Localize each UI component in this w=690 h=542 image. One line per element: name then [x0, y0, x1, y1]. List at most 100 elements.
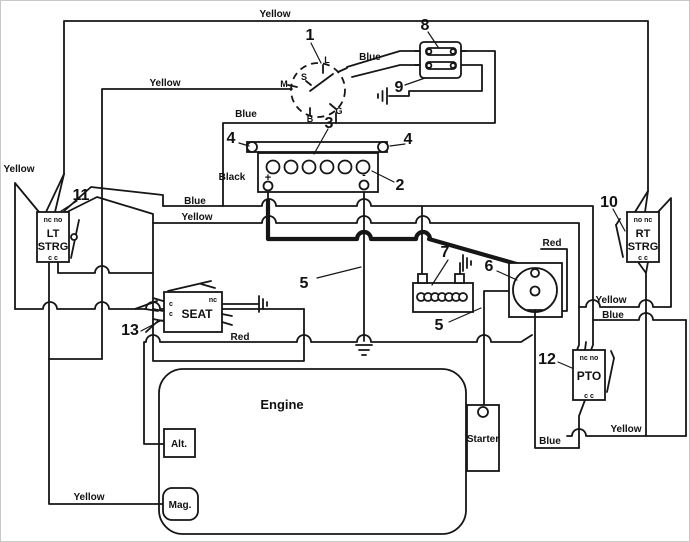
callout-5-upper: 5: [300, 275, 309, 292]
connector-block: [414, 41, 467, 79]
label-yellow-pto-right: Yellow: [610, 424, 641, 435]
seat-c1: c: [169, 301, 173, 308]
alt-label: Alt.: [171, 439, 187, 450]
solenoid: [508, 262, 563, 318]
wire-blue-pto: [592, 312, 687, 321]
battery: + -: [246, 128, 389, 193]
ground-icon: [221, 295, 268, 313]
mag-label: Mag.: [169, 500, 192, 511]
switch-terminal-m: M: [280, 79, 288, 89]
ground-icon: [462, 254, 472, 272]
callout-6: 6: [485, 258, 494, 275]
pto-switch: nc no PTO c c: [572, 341, 615, 401]
wire-seat-branch-b: [144, 308, 159, 312]
battery-terminal-minus: [358, 179, 370, 191]
wire-rt-bottom: [637, 261, 647, 437]
label-yellow-mag: Yellow: [73, 492, 104, 503]
callout-8: 8: [421, 17, 430, 34]
label-blue-pto-bottom: Blue: [539, 436, 561, 447]
battery-bolt-right: [377, 141, 389, 153]
label-blue-pto-top: Blue: [602, 310, 624, 321]
rt-bottom-terms: c c: [638, 255, 648, 262]
callout-10: 10: [600, 194, 618, 211]
label-yellow-top: Yellow: [259, 9, 290, 20]
wire-switch-8-bottom: [351, 64, 421, 78]
wire-yellow-top: [63, 20, 649, 192]
callout-7: 7: [441, 244, 450, 261]
seat-lever: [167, 280, 212, 292]
wire-red-solenoid: [540, 248, 568, 312]
wires: [14, 20, 687, 505]
wire-blue-bottom: [534, 316, 580, 449]
battery-minus: -: [362, 169, 366, 181]
engine-outline: [158, 368, 467, 535]
switch-terminal-s: S: [301, 72, 307, 82]
callout-4-left: 4: [227, 130, 236, 147]
lt-bottom-terms: c c: [48, 255, 58, 262]
wire-rt-funnel-b: [644, 190, 649, 213]
rt-strg-switch: no nc RT STRG c c: [615, 211, 660, 263]
label-blue-battery: Blue: [235, 109, 257, 120]
wire-blue-battery: [222, 50, 496, 207]
battery-plus: +: [265, 172, 271, 184]
seat-nc: nc: [209, 297, 217, 304]
battery-holddown-bar: [246, 141, 388, 153]
pto-bottom-terms: c c: [584, 393, 594, 400]
callout-11: 11: [73, 187, 90, 204]
wire-harness-thick: [265, 198, 537, 272]
callout-5-lower: 5: [435, 317, 444, 334]
wire-yellow-upper: [101, 88, 293, 360]
pto-top-terms: nc no: [580, 355, 599, 362]
switch-terminal-l: L: [324, 55, 330, 65]
pto-lever: [606, 357, 615, 393]
callout-4-right: 4: [404, 131, 413, 148]
label-red-solenoid: Red: [543, 238, 562, 249]
wire-red-rail: [143, 334, 533, 445]
callout-12: 12: [538, 351, 556, 368]
wire-blue-mid: [162, 198, 594, 351]
label-yellow-pto-top: Yellow: [595, 295, 626, 306]
starter: Starter: [466, 404, 500, 472]
ground-symbols: [221, 87, 472, 356]
rt-name2: STRG: [628, 241, 659, 253]
wire-yellow-mid-stub: [66, 196, 154, 224]
battery-bolt-left: [246, 141, 258, 153]
battery-terminal-plus: [262, 180, 274, 192]
callout-1: 1: [306, 27, 315, 44]
label-black-battery: Black: [219, 172, 246, 183]
callout-3: 3: [325, 115, 334, 132]
wire-yellow-bottom-rail: [566, 428, 687, 437]
rt-lever: [615, 224, 624, 258]
starter-label: Starter: [467, 434, 499, 445]
seat-label: SEAT: [181, 307, 213, 321]
ground-icon: [377, 87, 388, 105]
label-red-engine: Red: [231, 332, 250, 343]
alternator: Alt.: [163, 428, 196, 458]
callout-2: 2: [396, 177, 405, 194]
lt-name2: STRG: [38, 241, 69, 253]
lt-name1: LT: [47, 228, 60, 240]
label-yellow-mid: Yellow: [181, 212, 212, 223]
callout-leaders: [60, 31, 626, 369]
switch-lever: [309, 73, 334, 92]
wire-seat-rail: [14, 301, 305, 310]
label-yellow-upper: Yellow: [149, 78, 180, 89]
wire-8-ground-loop: [388, 64, 483, 97]
lt-strg-switch: nc no LT STRG c c: [36, 211, 80, 263]
callout-9: 9: [395, 79, 404, 96]
fuse-block: [412, 273, 474, 313]
ignition-switch: M S L B G: [280, 55, 348, 124]
switch-terminal-b: B: [307, 114, 314, 124]
magneto: Mag.: [162, 487, 199, 521]
wire-yellow-pto: [578, 197, 672, 308]
rt-top-terms: no nc: [634, 217, 653, 224]
wire-labels: Yellow Blue Yellow Blue Black Blue Yello…: [3, 9, 641, 503]
wire-lt-funnel-a: [45, 173, 65, 213]
switch-terminal-g: G: [335, 106, 342, 116]
ground-icon: [355, 344, 373, 356]
label-yellow-left: Yellow: [3, 164, 34, 175]
callout-numbers: 1 2 3 4 4 5 5 6 7 8 9 10 11 12 13: [73, 17, 618, 368]
wire-lt-bottom-left-mag: [48, 261, 164, 505]
